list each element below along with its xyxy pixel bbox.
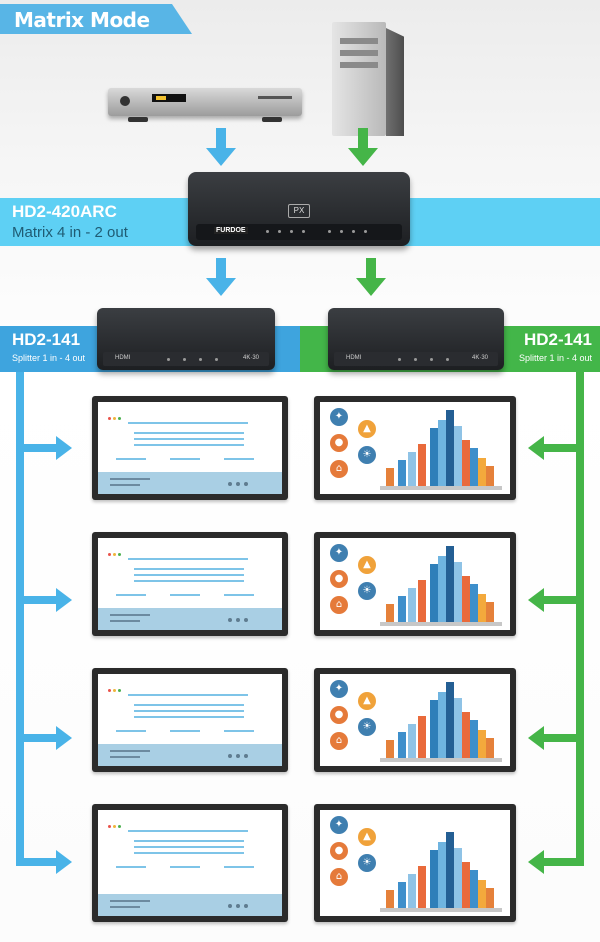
dog-icon: ● — [330, 434, 348, 452]
arrow-matrix-to-splitter-left — [206, 258, 236, 296]
display-website — [92, 668, 288, 772]
lightbulb-icon: ☀ — [358, 582, 376, 600]
matrix-brand: FURDOE — [214, 227, 248, 234]
graduation-cap-icon: ▲ — [358, 692, 376, 710]
display-city: ✦ ▲ ● ☀ ⌂ — [314, 804, 516, 922]
green-bus — [542, 372, 584, 866]
matrix-badge: PX — [288, 204, 310, 218]
lightbulb-icon: ☀ — [358, 718, 376, 736]
blue-down-arrows — [206, 128, 236, 296]
mode-title: Matrix Mode — [14, 8, 150, 32]
dog-icon: ● — [330, 706, 348, 724]
graduation-cap-icon: ▲ — [358, 420, 376, 438]
home-icon: ⌂ — [330, 460, 348, 478]
display-city: ✦ ▲ ● ☀ ⌂ — [314, 668, 516, 772]
blue-bus — [16, 372, 58, 866]
matrix-switch: PX FURDOE — [188, 172, 410, 246]
arrow-matrix-to-splitter-right — [356, 258, 386, 296]
blue-arrowheads — [56, 436, 72, 874]
splitter-right-device: HDMI 4K·30 — [328, 308, 504, 370]
resolution-badge: 4K·30 — [471, 355, 488, 361]
mode-tag: Matrix Mode — [0, 4, 192, 34]
resolution-badge: 4K·30 — [242, 355, 259, 361]
home-icon: ⌂ — [330, 732, 348, 750]
display-website — [92, 396, 288, 500]
network-icon: ✦ — [330, 544, 348, 562]
matrix-model: HD2-420ARC — [12, 202, 117, 221]
home-icon: ⌂ — [330, 868, 348, 886]
display-website — [92, 532, 288, 636]
lightbulb-icon: ☀ — [358, 854, 376, 872]
lightbulb-icon: ☀ — [358, 446, 376, 464]
display-city: ✦ ▲ ● ☀ ⌂ — [314, 396, 516, 500]
dog-icon: ● — [330, 570, 348, 588]
display-website — [92, 804, 288, 922]
graduation-cap-icon: ▲ — [358, 556, 376, 574]
display-city: ✦ ▲ ● ☀ ⌂ — [314, 532, 516, 636]
dvd-player — [108, 88, 302, 122]
network-icon: ✦ — [330, 408, 348, 426]
splitter-left-device: HDMI 4K·30 — [97, 308, 275, 370]
hdmi-label: HDMI — [115, 355, 131, 361]
home-icon: ⌂ — [330, 596, 348, 614]
green-down-arrows — [348, 128, 386, 296]
arrow-dvd-to-matrix — [206, 128, 236, 166]
splitter-right-description: Splitter 1 in - 4 out — [518, 353, 592, 363]
arrow-pc-to-matrix — [348, 128, 378, 166]
network-icon: ✦ — [330, 680, 348, 698]
splitter-left-description: Splitter 1 in - 4 out — [12, 353, 86, 363]
green-arrowheads — [528, 436, 544, 874]
hdmi-label: HDMI — [346, 355, 362, 361]
graduation-cap-icon: ▲ — [358, 828, 376, 846]
pc-tower — [332, 22, 404, 136]
splitter-right-model: HD2-141 — [523, 330, 592, 349]
dog-icon: ● — [330, 842, 348, 860]
matrix-description: Matrix 4 in - 2 out — [12, 224, 128, 241]
network-icon: ✦ — [330, 816, 348, 834]
splitter-left-model: HD2-141 — [12, 330, 81, 349]
